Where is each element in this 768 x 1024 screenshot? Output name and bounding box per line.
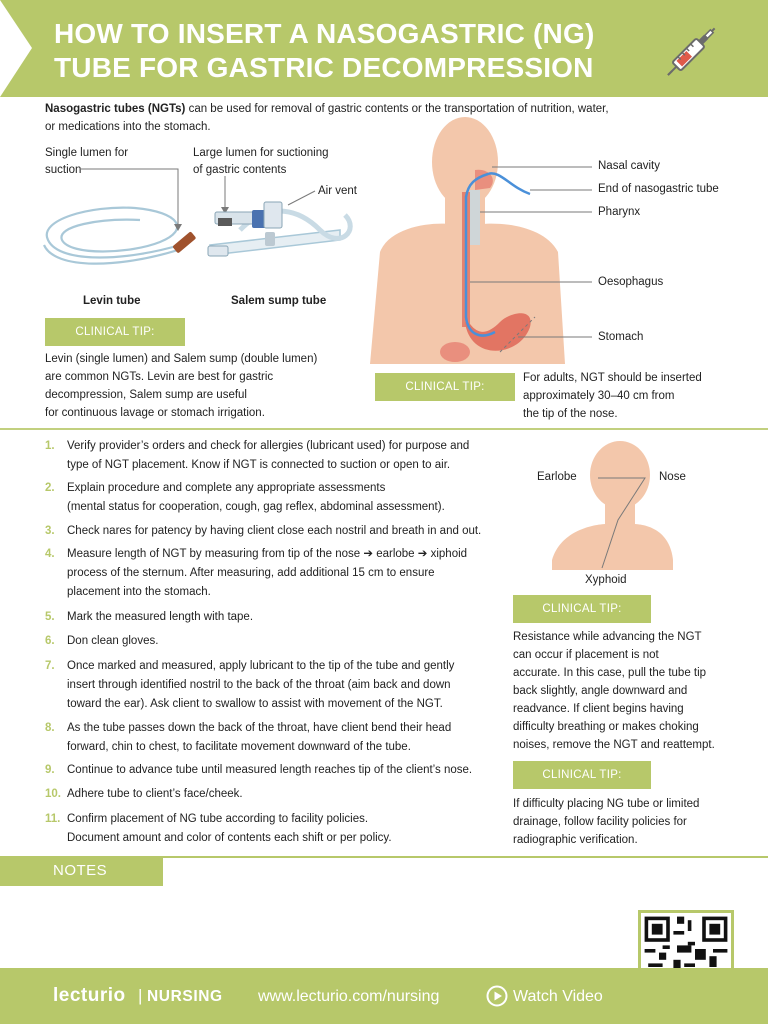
lecturio-logo[interactable]: lecturio: [53, 985, 126, 1006]
notes-divider: [0, 856, 768, 858]
watch-video-link[interactable]: Watch Video: [513, 988, 603, 1005]
tip1-line: are common NGTs. Levin are best for gast…: [45, 371, 274, 383]
step-text: Confirm placement of NG tube according t…: [67, 813, 392, 844]
step-text: Adhere tube to client’s face/cheek.: [67, 788, 243, 800]
tip3-line: difficulty breathing or makes choking: [513, 721, 699, 733]
oesophagus-label: Oesophagus: [598, 276, 664, 288]
step-number: 10.: [45, 788, 61, 800]
tip4-line: radiographic verification.: [513, 834, 638, 846]
earlobe-label: Earlobe: [537, 471, 577, 483]
step-number: 4.: [45, 548, 55, 560]
air-vent-pointer: [287, 190, 316, 206]
measurement-illustration: [552, 441, 673, 570]
single-lumen-pointer: [80, 168, 179, 227]
step-number: 2.: [45, 482, 55, 494]
tip2-line: For adults, NGT should be inserted: [523, 372, 702, 384]
pharynx-label: Pharynx: [598, 206, 641, 218]
clinical-tip-badge-1: CLINICAL TIP:: [45, 318, 185, 346]
intro-bold: Nasogastric tubes (NGTs): [45, 103, 186, 115]
anatomy-illustration: [370, 117, 592, 364]
tip4-line: If difficulty placing NG tube or limited: [513, 798, 700, 810]
title-line-1: HOW TO INSERT A NASOGASTRIC (NG): [54, 18, 595, 49]
clinical-tip-text-1: Levin (single lumen) and Salem sump (dou…: [45, 350, 355, 422]
clinical-tip-badge-4: CLINICAL TIP:: [513, 761, 651, 789]
syringe-icon: [667, 27, 716, 76]
clinical-tip-badge-3: CLINICAL TIP:: [513, 595, 651, 623]
tip3-line: back slightly, angle downward and: [513, 685, 688, 697]
header-arrow-decoration: [0, 0, 32, 97]
step-text: Explain procedure and complete any appro…: [67, 482, 445, 513]
step-number: 8.: [45, 722, 55, 734]
step-number: 6.: [45, 635, 55, 647]
section-divider: [0, 428, 768, 430]
nasal-cavity-label: Nasal cavity: [598, 160, 660, 172]
xyphoid-label: Xyphoid: [585, 574, 627, 586]
step-number: 5.: [45, 611, 55, 623]
stomach-label: Stomach: [598, 331, 644, 343]
nose-label: Nose: [659, 471, 686, 483]
play-icon[interactable]: [486, 985, 508, 1007]
step-text: Measure length of NGT by measuring from …: [67, 548, 468, 598]
step-text: Mark the measured length with tape.: [67, 611, 254, 623]
step-number: 11.: [45, 813, 61, 825]
steps-list: 1. Verify provider’s orders and check fo…: [45, 437, 515, 857]
clinical-tip-text-4: If difficulty placing NG tube or limited…: [513, 795, 763, 849]
large-lumen-line-1: Large lumen for suctioning: [193, 147, 329, 159]
step-number: 7.: [45, 660, 55, 672]
footer-bar: [0, 968, 768, 1024]
step-text: Don clean gloves.: [67, 635, 159, 647]
ng-tube-path: [464, 172, 531, 337]
clinical-tip-badge-2: CLINICAL TIP:: [375, 373, 515, 401]
clinical-tip-text-3: Resistance while advancing the NGT can o…: [513, 628, 763, 754]
measurement-path: [598, 477, 646, 569]
step-number: 1.: [45, 440, 55, 452]
levin-tube-tip: [173, 232, 196, 253]
large-lumen-line-2: of gastric contents: [193, 164, 287, 176]
website-link[interactable]: www.lecturio.com/nursing: [258, 988, 440, 1005]
salem-sump-tube-icon: [207, 201, 353, 257]
tip3-line: Resistance while advancing the NGT: [513, 631, 702, 643]
tip2-line: approximately 30–40 cm from: [523, 390, 675, 402]
tip1-line: decompression, Salem sump are useful: [45, 389, 247, 401]
step-text: Continue to advance tube until measured …: [67, 764, 473, 776]
clinical-tip-text-2: For adults, NGT should be inserted appro…: [523, 369, 763, 423]
trachea-shape: [470, 190, 480, 245]
single-lumen-line-1: Single lumen for: [45, 147, 129, 159]
step-text: Verify provider’s orders and check for a…: [67, 440, 470, 471]
intro-rest: can be used for removal of gastric conte…: [185, 103, 609, 115]
tip1-line: for continuous lavage or stomach irrigat…: [45, 407, 265, 419]
large-lumen-label: Large lumen for suctioning of gastric co…: [193, 145, 329, 179]
step-text: Once marked and measured, apply lubrican…: [67, 660, 455, 710]
intro-line-2: or medications into the stomach.: [45, 121, 211, 133]
tip3-line: accurate. In this case, pull the tube ti…: [513, 667, 707, 679]
stomach-shape: [465, 313, 531, 351]
ng-tubes-illustration: [42, 168, 353, 265]
brand-separator: |: [138, 986, 143, 1005]
tip4-line: drainage, follow facility policies for: [513, 816, 687, 828]
step-text: Check nares for patency by having client…: [67, 525, 482, 537]
tip3-line: readvance. If client begins having: [513, 703, 684, 715]
intro-text: Nasogastric tubes (NGTs) can be used for…: [45, 100, 695, 136]
tip1-line: Levin (single lumen) and Salem sump (dou…: [45, 353, 318, 365]
single-lumen-label: Single lumen for suction: [45, 145, 128, 179]
step-text: As the tube passes down the back of the …: [67, 722, 452, 753]
head-silhouette: [552, 441, 673, 570]
air-vent-label: Air vent: [318, 185, 357, 197]
header-banner: [0, 0, 768, 97]
tip3-line: noises, remove the NGT and reattempt.: [513, 739, 715, 751]
page-title: HOW TO INSERT A NASOGASTRIC (NG) TUBE FO…: [54, 17, 654, 85]
tip3-line: can occur if placement is not: [513, 649, 659, 661]
step-number: 3.: [45, 525, 55, 537]
levin-tube-icon: [42, 206, 181, 265]
notes-header: NOTES: [0, 856, 163, 886]
tip2-line: the tip of the nose.: [523, 408, 618, 420]
brand-nursing: NURSING: [147, 988, 223, 1005]
levin-tube-label: Levin tube: [83, 295, 141, 307]
end-tube-label: End of nasogastric tube: [598, 183, 719, 195]
salem-tube-label: Salem sump tube: [231, 295, 327, 307]
step-number: 9.: [45, 764, 55, 776]
title-line-2: TUBE FOR GASTRIC DECOMPRESSION: [54, 52, 594, 83]
single-lumen-line-2: suction: [45, 164, 82, 176]
